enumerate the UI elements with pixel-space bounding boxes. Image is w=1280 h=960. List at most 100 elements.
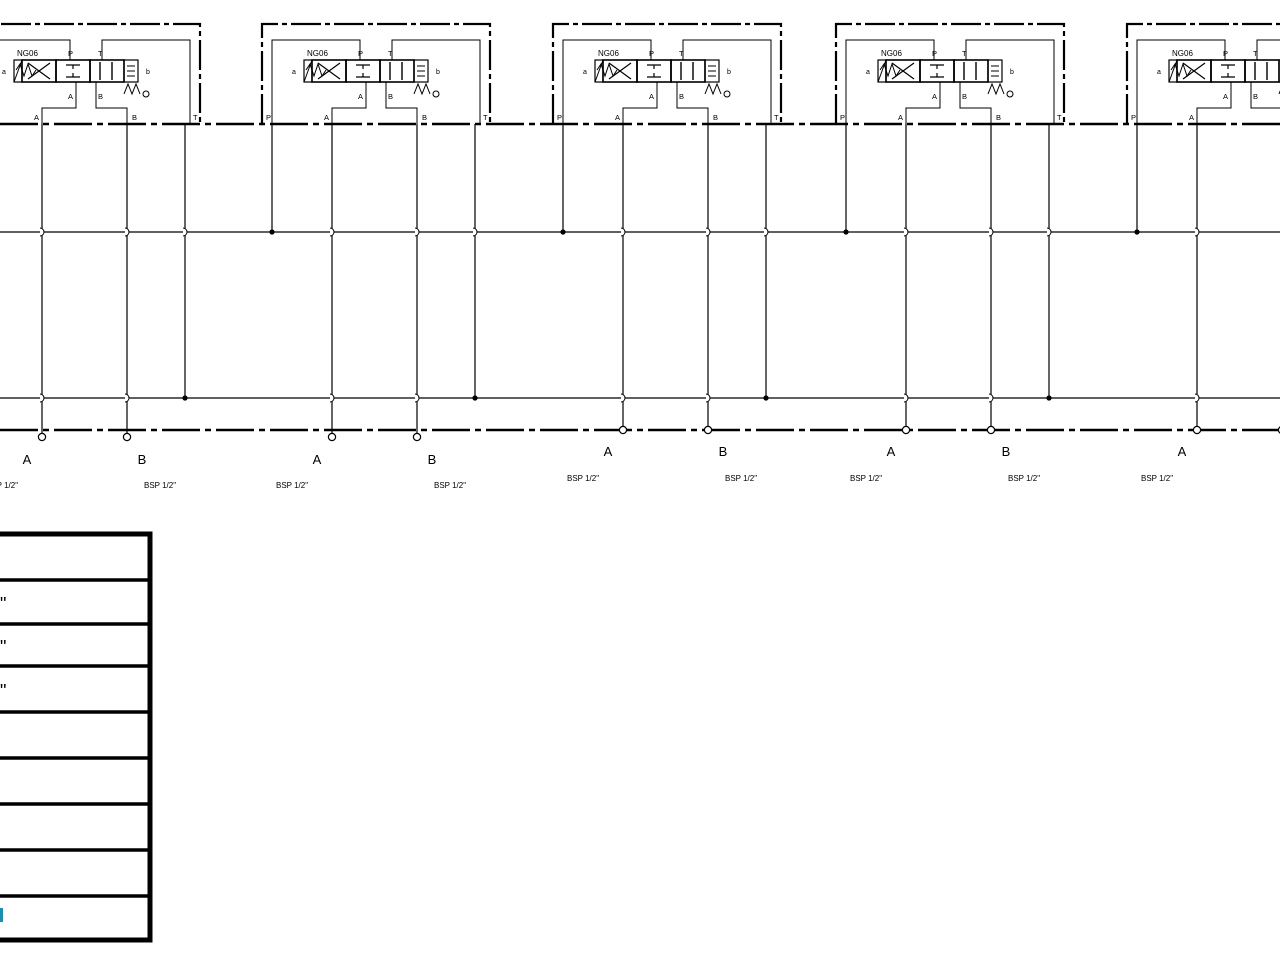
valve-model-label: NG06 [881,49,902,58]
subplate-frame [551,22,783,124]
solenoid-a-label: a [2,69,6,76]
flow-parallel-line [1254,62,1268,80]
outlet-a-label: A [23,452,32,467]
parts-table: """ [0,531,153,943]
spring-left-icon [305,62,327,78]
flow-cross-line [608,62,632,80]
valve-port-b: B [388,92,393,101]
solenoid-right-icon [704,59,720,83]
solenoid-left-diagonal [13,59,23,83]
crossing-hop [903,227,909,237]
outlet-a-thread: BSP 1/2" [567,474,599,483]
valve-port-p: P [649,49,654,58]
spring-left-icon [15,62,37,78]
crossing-hop [472,227,478,237]
flow-cross-line [317,62,341,80]
solenoid-right-icon [1278,59,1280,83]
t-channel [682,39,772,124]
valve-model-label: NG06 [1172,49,1193,58]
solenoid-left-diagonal [877,59,887,83]
manifold-port-b: B [996,113,1001,122]
valve-port-b: B [679,92,684,101]
table-cell: " [0,594,6,614]
crossing-hop [988,393,994,403]
spring-right-icon [704,82,722,96]
valve-port-p: P [1223,49,1228,58]
outlet-a-label: A [1178,444,1187,459]
valve-model-label: NG06 [307,49,328,58]
valve-port-t: T [962,49,967,58]
flow-parallel-line [963,62,977,80]
solenoid-b-label: b [146,69,150,76]
table-cell: " [0,637,6,657]
solenoid-b-label: b [727,69,731,76]
spool-envelope [919,59,955,83]
crossing-hop [414,393,420,403]
a-channel [622,82,658,124]
spool-envelope [636,59,672,83]
crossing-hop [1194,227,1200,237]
spool-envelope [953,59,989,83]
outlet-a-label: A [887,444,896,459]
outlet-a-port-icon [37,432,47,442]
t-junction-dot [1046,395,1052,401]
manifold-port-t: T [1057,113,1062,122]
p-channel [845,39,935,124]
flow-parallel-line [680,62,694,80]
subplate-frame [1125,22,1280,124]
blocked-center-icon [930,64,944,78]
crossing-hop [1046,227,1052,237]
solenoid-left-diagonal [594,59,604,83]
valve-stations: NG06PTabABABTABBSP 1/2"BSP 1/2"NG06PTabA… [0,22,1280,490]
manifold-port-p: P [266,113,271,122]
spool-envelope [345,59,381,83]
drain-circle-icon [1006,90,1014,98]
outlet-b-thread: BSP 1/2" [1008,474,1040,483]
outlet-a-thread: BSP 1/2" [850,474,882,483]
manual-override-icon [991,65,999,77]
manifold-outline [0,122,1280,432]
outlet-a-thread: BSP 1/2" [1141,474,1173,483]
outlet-a-thread: BSP 1/2" [276,481,308,490]
p-junction-dot [843,229,849,235]
crossing-hop [1194,393,1200,403]
outlet-b-label: B [428,452,437,467]
outlet-a-label: A [313,452,322,467]
spool-envelope [1244,59,1280,83]
valve-port-t: T [679,49,684,58]
valve-port-b: B [962,92,967,101]
spool-envelope [1210,59,1246,83]
p-junction-dot [560,229,566,235]
spool-envelope [379,59,415,83]
valve-port-t: T [1253,49,1258,58]
valve-port-p: P [358,49,363,58]
spring-right-icon [413,82,431,96]
solenoid-b-label: b [436,69,440,76]
outlet-a-port-icon [1192,425,1202,435]
spool-envelope [89,59,125,83]
manifold-port-a: A [898,113,903,122]
manifold-port-p: P [557,113,562,122]
subplate-frame [834,22,1066,124]
manifold-port-a: A [1189,113,1194,122]
manifold-port-a: A [615,113,620,122]
subplate-frame [0,22,202,124]
outlet-b-port-icon [986,425,996,435]
b-channel [385,82,418,124]
manual-override-icon [708,65,716,77]
spring-right-icon [987,82,1005,96]
spool-envelope [670,59,706,83]
crossing-hop [620,227,626,237]
outlet-b-label: B [138,452,147,467]
a-channel [905,82,941,124]
flow-parallel-line [99,62,113,80]
outlet-a-port-icon [618,425,628,435]
manifold-port-p: P [840,113,845,122]
valve-station: NG06PTabABABTABBSP 1/2"BSP 1/2" [0,22,202,490]
drain-circle-icon [723,90,731,98]
solenoid-left-diagonal [1168,59,1178,83]
p-channel [1136,39,1226,124]
manifold-port-t: T [483,113,488,122]
a-channel [1196,82,1232,124]
